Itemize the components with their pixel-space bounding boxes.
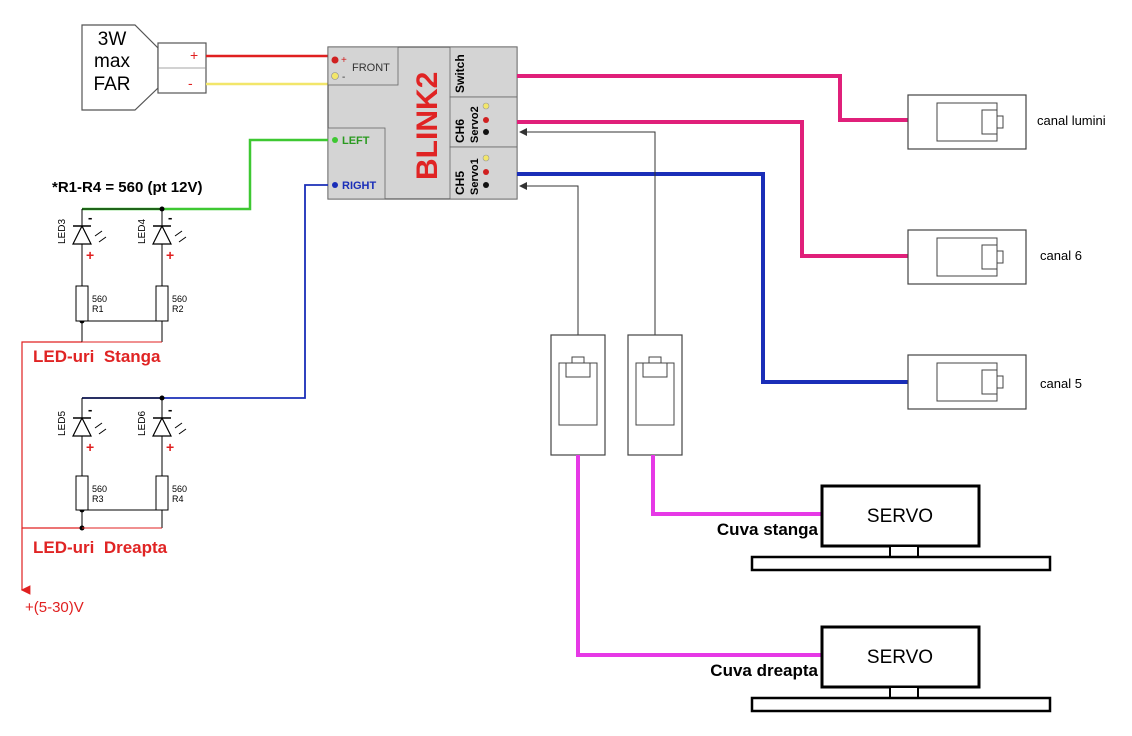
blink2-module: + - FRONT LEFT RIGHT BLINK2 Switch CH6 S…: [327, 46, 518, 200]
front-plus-mark: +: [341, 55, 347, 66]
led-group-stanga: LED3 - + 560 R1 LED4 - + 560 R2: [57, 206, 187, 343]
channel-connector-6: [907, 229, 1027, 285]
servo-connector-stanga: [627, 334, 683, 456]
channel-5-label: canal 5: [1040, 376, 1082, 391]
far-label-line2: max: [94, 51, 130, 72]
r2-label: R2: [172, 304, 184, 314]
led4-label: LED4: [137, 219, 148, 244]
channel-connector-lumini: [907, 94, 1027, 150]
ch5-label: CH5: [453, 171, 467, 195]
led6-minus: -: [168, 402, 172, 417]
far-minus: -: [188, 75, 193, 91]
supply-label: +(5-30)V: [25, 599, 84, 616]
servo-connector-dreapta: [550, 334, 606, 456]
r3-label: R3: [92, 494, 104, 504]
far-plus: +: [190, 47, 198, 63]
r2-value: 560: [172, 294, 187, 304]
arrow-ch5-input: [519, 182, 579, 335]
wire-servo-stanga: [651, 455, 822, 516]
ch6-label: CH6: [453, 119, 467, 143]
servo-dreapta-caption: Cuva dreapta: [710, 661, 818, 680]
far-label-line3: FAR: [94, 74, 131, 95]
led5-plus: +: [86, 439, 94, 455]
front-label: FRONT: [352, 62, 390, 74]
led5-label: LED5: [57, 411, 68, 436]
led4-minus: -: [168, 210, 172, 225]
far-label-line1: 3W: [98, 29, 127, 50]
led5-minus: -: [88, 402, 92, 417]
far-lamp: 3W max FAR + -: [81, 24, 207, 111]
module-title: BLINK2: [411, 72, 444, 180]
right-label: RIGHT: [342, 180, 377, 192]
group-stanga-label: LED-uri Stanga: [33, 347, 161, 366]
front-minus-mark: -: [342, 72, 345, 83]
servo-dreapta: [750, 625, 1052, 713]
wire-switch-channel: [517, 74, 908, 122]
servo-dreapta-label: SERVO: [867, 647, 933, 668]
servo1-label: Servo1: [469, 158, 481, 195]
arrow-ch6-input: [519, 128, 656, 335]
servo2-label: Servo2: [469, 106, 481, 143]
switch-label: Switch: [453, 54, 467, 93]
wire-right: [82, 184, 328, 399]
group-dreapta-label: LED-uri Dreapta: [33, 538, 168, 557]
r1-value: 560: [92, 294, 107, 304]
led4-plus: +: [166, 247, 174, 263]
r1-label: R1: [92, 304, 104, 314]
led6-plus: +: [166, 439, 174, 455]
left-label: LEFT: [342, 135, 370, 147]
servo-stanga: [750, 484, 1052, 572]
r4-value: 560: [172, 484, 187, 494]
resistor-note: *R1-R4 = 560 (pt 12V): [52, 179, 202, 196]
servo-stanga-label: SERVO: [867, 506, 933, 527]
channel-lumini-label: canal lumini: [1037, 113, 1106, 128]
servo-stanga-caption: Cuva stanga: [717, 520, 819, 539]
led3-plus: +: [86, 247, 94, 263]
wire-left: [82, 138, 328, 211]
led6-label: LED6: [137, 411, 148, 436]
channel-connector-5: [907, 354, 1027, 410]
r3-value: 560: [92, 484, 107, 494]
channel-6-label: canal 6: [1040, 248, 1082, 263]
wire-ch6-channel: [517, 120, 908, 258]
led3-minus: -: [88, 210, 92, 225]
wire-servo-dreapta: [576, 455, 822, 657]
wire-ch5-channel: [517, 172, 908, 384]
r4-label: R4: [172, 494, 184, 504]
led-group-dreapta: LED5 - + 560 R3 LED6 - + 560 R4: [57, 395, 187, 531]
led3-label: LED3: [57, 219, 68, 244]
